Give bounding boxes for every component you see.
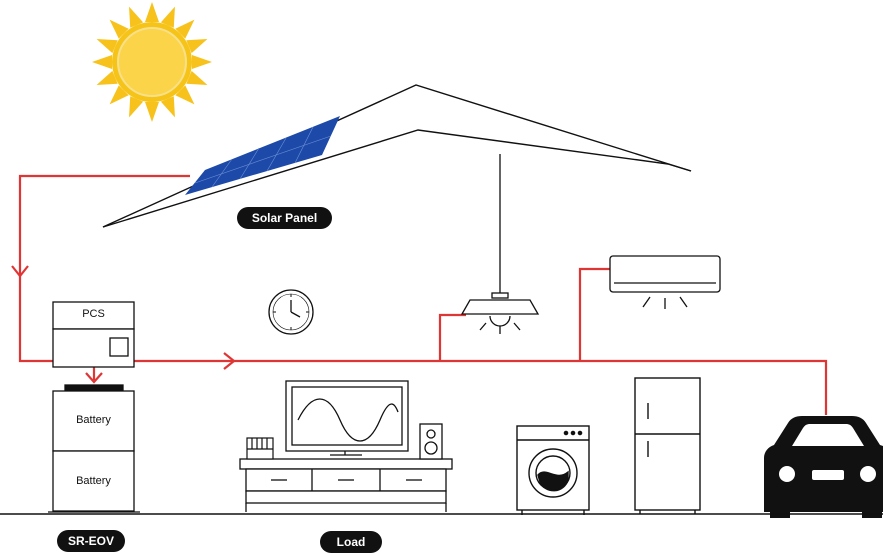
house-roof: [102, 84, 692, 228]
battery-top-label: Battery: [76, 414, 111, 426]
pcs-label: PCS: [82, 308, 105, 320]
ceiling-lamp-icon: [460, 154, 540, 334]
clock-icon: [268, 289, 314, 335]
speaker-icon: [419, 423, 443, 460]
load-label: Load: [320, 531, 382, 553]
sun-icon: [92, 2, 212, 122]
power-flow-lines: [11, 174, 828, 415]
air-conditioner-icon: [609, 255, 721, 309]
system-label: SR-EOV: [57, 530, 125, 552]
solar-panel-label: Solar Panel: [237, 207, 332, 229]
decor-bottles: [246, 437, 274, 460]
car-icon: [764, 416, 883, 518]
battery-module-bottom: [48, 450, 140, 513]
refrigerator-icon: [634, 377, 701, 514]
battery-module-top: [52, 384, 135, 452]
solar-panel-icon: [185, 116, 340, 195]
washing-machine-icon: [516, 425, 590, 515]
tv-cabinet: [239, 458, 453, 512]
battery-bottom-label: Battery: [76, 475, 111, 487]
pcs-unit: [52, 301, 135, 368]
tv-icon: [285, 380, 409, 456]
